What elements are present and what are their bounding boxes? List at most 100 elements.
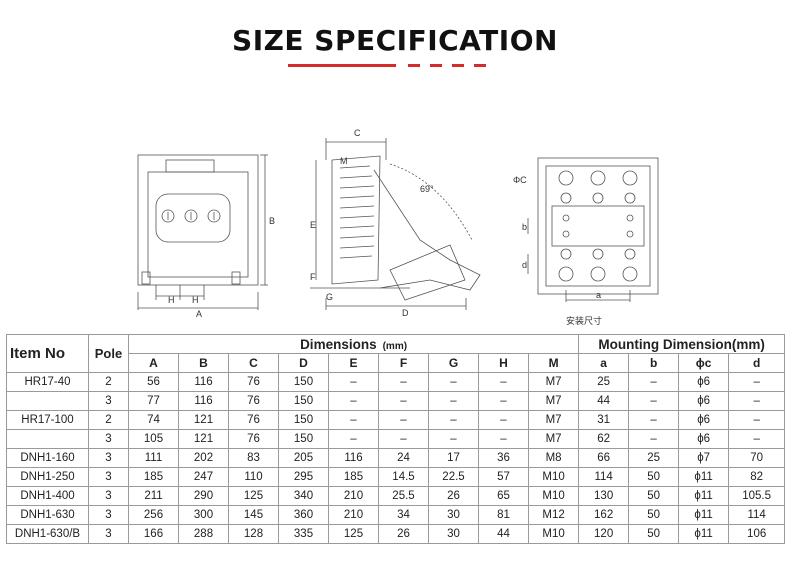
dim-label-b-lower: b [522,222,527,232]
value-cell: 295 [278,467,329,487]
column-header: H [478,353,529,373]
dim-label-a-upper: A [196,309,202,319]
value-cell: 31 [578,410,630,430]
value-cell: – [378,372,429,392]
value-cell: 145 [228,505,279,525]
pole-cell: 3 [88,429,129,449]
value-cell: 56 [128,372,179,392]
item-cell: DNH1-630 [6,505,89,525]
value-cell: M10 [527,524,580,544]
value-cell: 66 [578,448,630,468]
column-header: C [228,353,279,373]
value-cell: 83 [228,448,279,468]
value-cell: M7 [527,410,580,430]
pole-cell: 2 [88,372,129,392]
column-header: d [728,353,786,373]
pole-cell: 3 [88,524,129,544]
item-cell [6,429,89,449]
value-cell: – [728,410,786,430]
value-cell: 288 [178,524,229,544]
pole-cell: 3 [88,467,129,487]
value-cell: 25 [578,372,630,392]
value-cell: 62 [578,429,630,449]
value-cell: – [328,429,379,449]
value-cell: – [328,410,379,430]
pole-cell: 2 [88,410,129,430]
header-dimensions-unit: (mm) [382,340,408,352]
dim-label-h2: H [192,295,199,305]
value-cell: 50 [628,524,680,544]
value-cell: – [328,391,379,411]
column-header: M [527,353,580,373]
value-cell: – [478,410,529,430]
item-cell [6,391,89,411]
value-cell: – [628,429,680,449]
value-cell: 82 [728,467,786,487]
value-cell: 114 [578,467,630,487]
value-cell: M7 [527,429,580,449]
value-cell: 125 [328,524,379,544]
value-cell: 210 [328,486,379,506]
dim-label-m: M [340,156,348,166]
dim-label-angle: 69° [420,184,434,194]
header-item-no: Item No [6,334,89,373]
value-cell: 76 [228,391,279,411]
value-cell: 116 [178,372,229,392]
value-cell: M7 [527,391,580,411]
value-cell: – [328,372,379,392]
dim-label-phic: ΦC [513,175,527,185]
value-cell: M10 [527,486,580,506]
value-cell: – [728,391,786,411]
value-cell: 121 [178,410,229,430]
value-cell: 150 [278,372,329,392]
header-dimensions: Dimensions(mm) [127,334,580,354]
dimension-drawings: H H A B C M E F G D 69° [137,128,659,319]
pole-cell: 3 [88,448,129,468]
value-cell: – [728,372,786,392]
mounting-view-drawing: ΦC b d a [513,157,659,302]
value-cell: 57 [478,467,529,487]
value-cell: 25.5 [378,486,429,506]
column-header: B [178,353,229,373]
value-cell: 130 [578,486,630,506]
front-view-drawing: H H A B [137,154,275,319]
value-cell: 30 [428,505,479,525]
value-cell: 205 [278,448,329,468]
value-cell: 70 [728,448,786,468]
value-cell: 14.5 [378,467,429,487]
value-cell: 74 [128,410,179,430]
value-cell: 162 [578,505,630,525]
value-cell: 360 [278,505,329,525]
value-cell: 210 [328,505,379,525]
value-cell: – [478,429,529,449]
value-cell: M7 [527,372,580,392]
item-cell: DNH1-250 [6,467,89,487]
value-cell: 44 [478,524,529,544]
item-cell: DNH1-160 [6,448,89,468]
value-cell: 50 [628,486,680,506]
value-cell: 44 [578,391,630,411]
value-cell: 50 [628,467,680,487]
value-cell: 256 [128,505,179,525]
value-cell: 185 [128,467,179,487]
value-cell: – [628,372,680,392]
title-underline [288,64,486,67]
value-cell: 65 [478,486,529,506]
value-cell: 105 [128,429,179,449]
item-cell: HR17-100 [6,410,89,430]
value-cell: – [428,372,479,392]
value-cell: 185 [328,467,379,487]
mounting-caption: 安装尺寸 [566,317,603,327]
column-header: F [378,353,429,373]
dim-label-a-lower: a [596,290,601,300]
dim-label-d-upper: D [402,308,409,318]
value-cell: 30 [428,524,479,544]
value-cell: 81 [478,505,529,525]
column-header: D [278,353,329,373]
value-cell: 24 [378,448,429,468]
value-cell: 25 [628,448,680,468]
value-cell: ϕ7 [678,448,730,468]
value-cell: 106 [728,524,786,544]
